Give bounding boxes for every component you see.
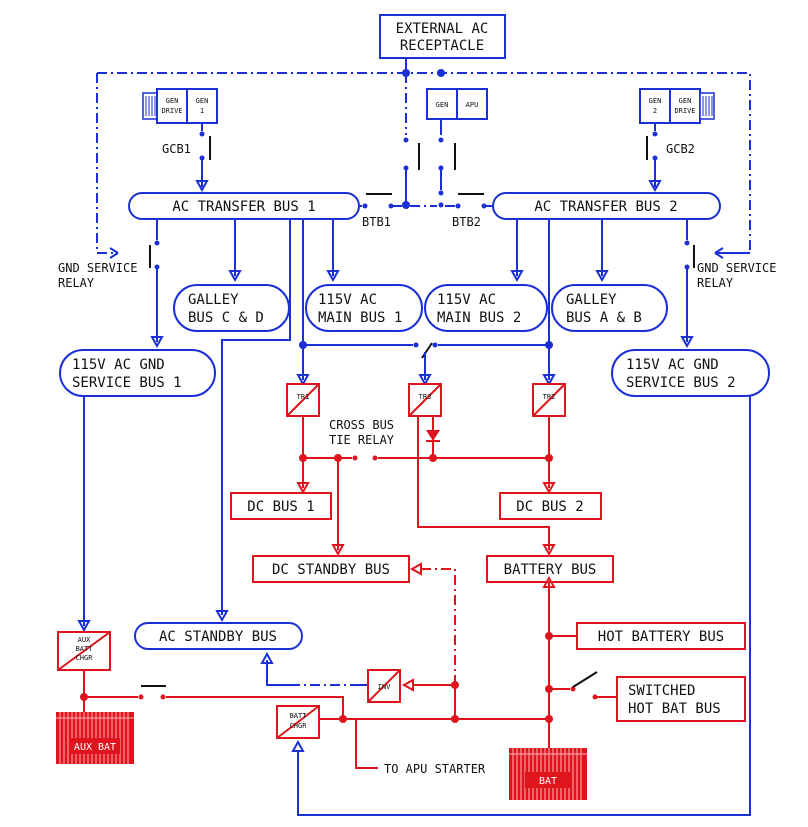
gnd-service-relay-right-2: RELAY	[697, 276, 734, 290]
galley-bus-a-b: GALLEY BUS A & B	[551, 284, 668, 332]
tr3: TR3	[408, 383, 442, 417]
tr2-label: TR2	[543, 393, 556, 401]
dc-standby-bus: DC STANDBY BUS	[252, 555, 410, 583]
bus-tie-breakers: BTB1 BTB2	[359, 193, 493, 229]
dc-bus-1: DC BUS 1	[230, 492, 332, 520]
switched-hot-bat-bus-label-2: HOT BAT BUS	[628, 701, 721, 717]
tr3-label: TR3	[419, 393, 432, 401]
gen2-label-1: GEN	[649, 97, 662, 105]
aux-bat-label: AUX BAT	[74, 742, 116, 753]
main-bus-2-label-2: MAIN BUS 2	[437, 310, 521, 326]
ac-standby-bus: AC STANDBY BUS	[134, 622, 303, 650]
gen2-label-2: 2	[653, 107, 657, 115]
galley-bus-c-d: GALLEY BUS C & D	[173, 284, 290, 332]
gen1-label-2: 1	[200, 107, 204, 115]
main-bus-2: 115V AC MAIN BUS 2	[424, 284, 548, 332]
gnd-service-bus-2-label-1: 115V AC GND	[626, 357, 719, 373]
cross-bus-label-2: TIE RELAY	[329, 433, 395, 447]
btb1-label: BTB1	[362, 215, 391, 229]
tr2: TR2	[532, 383, 566, 417]
to-apu-starter-label: TO APU STARTER	[384, 762, 486, 776]
apu-generator: GEN APU	[426, 88, 488, 120]
switched-hot-bat-bus-label-1: SWITCHED	[628, 683, 695, 699]
switched-hot-bat-bus: SWITCHED HOT BAT BUS	[616, 676, 746, 722]
batt-chgr-label-1: BATT	[290, 712, 308, 720]
gcb2-label: GCB2	[666, 142, 695, 156]
gnd-service-bus-2: 115V AC GND SERVICE BUS 2	[611, 349, 770, 397]
dc-bus-2: DC BUS 2	[499, 492, 602, 520]
dc-bus-1-label: DC BUS 1	[247, 499, 314, 515]
galley-bus-a-b-label-2: BUS A & B	[566, 310, 642, 326]
battery-bus: BATTERY BUS	[486, 555, 614, 583]
hot-battery-bus: HOT BATTERY BUS	[576, 622, 746, 650]
main-bus-2-label-1: 115V AC	[437, 292, 496, 308]
ac-transfer-bus-1-label: AC TRANSFER BUS 1	[172, 199, 315, 215]
gen1-drive-label-1: GEN	[166, 97, 179, 105]
aux-batt-chgr-label-3: CHGR	[76, 654, 94, 662]
ac-transfer-bus-2-label: AC TRANSFER BUS 2	[534, 199, 677, 215]
aux-batt-chgr-label-2: BATT	[76, 645, 94, 653]
dc-bus-2-label: DC BUS 2	[516, 499, 583, 515]
galley-bus-a-b-label-1: GALLEY	[566, 292, 617, 308]
apu-label: APU	[466, 101, 479, 109]
bat-label: BAT	[539, 776, 557, 787]
hot-battery-bus-label: HOT BATTERY BUS	[598, 629, 724, 645]
dc-standby-bus-label: DC STANDBY BUS	[272, 562, 390, 578]
gen2-drive-label-2: DRIVE	[674, 107, 695, 115]
aux-battery: AUX BAT	[56, 712, 134, 764]
aux-batt-charger: AUX BATT CHGR	[57, 631, 111, 671]
generator-2: GEN 2 GEN DRIVE	[639, 88, 715, 124]
batt-chgr-label-2: CHGR	[290, 722, 308, 730]
galley-bus-c-d-label-2: BUS C & D	[188, 310, 264, 326]
btb2-label: BTB2	[452, 215, 481, 229]
gen1-label-1: GEN	[196, 97, 209, 105]
galley-bus-c-d-label-1: GALLEY	[188, 292, 239, 308]
gcb1-label: GCB1	[162, 142, 191, 156]
generator-1: GEN DRIVE GEN 1	[142, 88, 218, 124]
inverter-label: INV	[378, 683, 391, 691]
gen1-drive-label-2: DRIVE	[161, 107, 182, 115]
battery-bus-label: BATTERY BUS	[504, 562, 597, 578]
control-boundary	[96, 72, 751, 259]
external-ac-label-1: EXTERNAL AC	[396, 21, 489, 37]
cross-bus-label-1: CROSS BUS	[329, 418, 394, 432]
ac-transfer-bus-2: AC TRANSFER BUS 2	[492, 192, 721, 220]
external-ac-label-2: RECEPTACLE	[400, 38, 484, 54]
gnd-service-relay-right-1: GND SERVICE	[697, 261, 776, 275]
gnd-service-relay-left-2: RELAY	[58, 276, 95, 290]
main-bus-1: 115V AC MAIN BUS 1	[305, 284, 423, 332]
tr1-label: TR1	[297, 393, 310, 401]
aux-batt-chgr-label-1: AUX	[78, 636, 91, 644]
inverter: INV	[367, 669, 401, 703]
ac-standby-bus-label: AC STANDBY BUS	[159, 629, 277, 645]
gen2-drive-label-1: GEN	[679, 97, 692, 105]
main-battery: BAT	[509, 748, 587, 800]
main-bus-1-label-1: 115V AC	[318, 292, 377, 308]
tr1: TR1	[286, 383, 320, 417]
gnd-service-bus-1-label-1: 115V AC GND	[72, 357, 165, 373]
gnd-service-bus-1-label-2: SERVICE BUS 1	[72, 375, 182, 391]
main-bus-1-label-2: MAIN BUS 1	[318, 310, 402, 326]
gnd-service-relay-left-1: GND SERVICE	[58, 261, 137, 275]
gnd-service-bus-1: 115V AC GND SERVICE BUS 1	[59, 349, 216, 397]
apu-gen-label: GEN	[436, 101, 449, 109]
ac-transfer-bus-1: AC TRANSFER BUS 1	[128, 192, 360, 220]
batt-charger: BATT CHGR	[276, 705, 320, 739]
external-ac-receptacle: EXTERNAL AC RECEPTACLE	[379, 14, 506, 59]
gnd-service-bus-2-label-2: SERVICE BUS 2	[626, 375, 736, 391]
